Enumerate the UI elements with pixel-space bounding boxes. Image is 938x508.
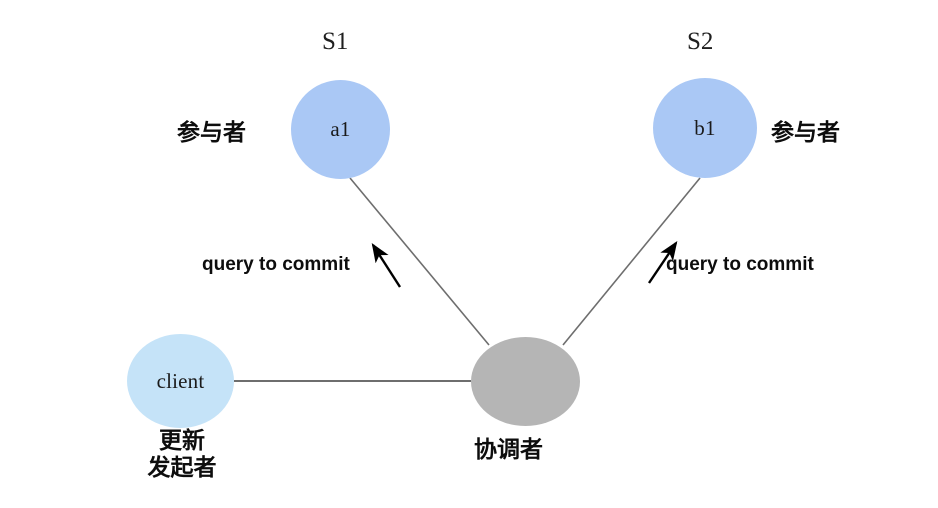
node-a1[interactable]: a1 — [291, 80, 390, 179]
node-client[interactable]: client — [127, 334, 234, 428]
role-tag-client: 更新 发起者 — [143, 427, 221, 481]
node-client-label: client — [156, 368, 205, 393]
node-a1-label: a1 — [330, 117, 351, 141]
edge-label-query-to-commit-left: query to commit — [202, 254, 350, 275]
direction-arrow-b1-icon — [648, 241, 678, 284]
edge-coordinator-a1 — [349, 177, 490, 346]
server-tag-s1: S1 — [322, 28, 349, 55]
node-coordinator[interactable] — [471, 337, 580, 426]
edge-coordinator-b1 — [562, 177, 701, 346]
server-tag-s2: S2 — [687, 28, 714, 55]
role-tag-participant-right: 参与者 — [771, 119, 840, 145]
direction-arrow-a1-icon — [371, 242, 402, 288]
role-tag-coordinator: 协调者 — [474, 436, 543, 462]
role-tag-participant-left: 参与者 — [177, 119, 246, 145]
node-b1[interactable]: b1 — [653, 78, 757, 178]
role-tag-client-line2: 发起者 — [147, 454, 217, 481]
edge-label-query-to-commit-right: query to commit — [666, 254, 814, 275]
role-tag-client-line1: 更新 — [159, 427, 205, 453]
node-b1-label: b1 — [694, 115, 716, 140]
